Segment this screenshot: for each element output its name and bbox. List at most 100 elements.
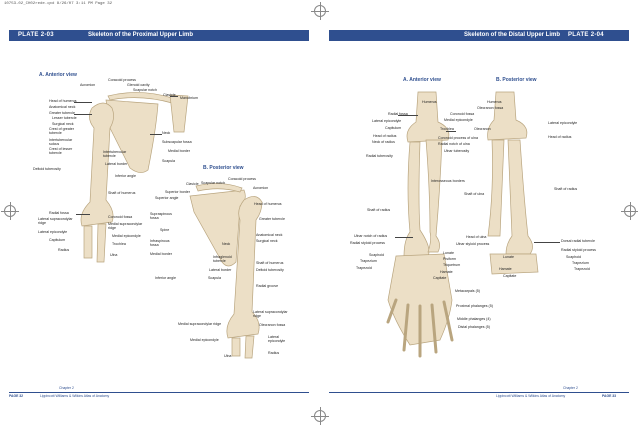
right-footer-rule xyxy=(329,392,629,393)
label-lesser-tubercle: Lesser tubercle xyxy=(52,116,77,120)
left-posterior-heading: B. Posterior view xyxy=(203,165,244,171)
label-r-humerus: Humerus xyxy=(422,100,437,104)
label-acromion: Acromion xyxy=(80,83,96,87)
label-r-shaft-of-ulna: Shaft of ulna xyxy=(464,192,485,196)
leader-line xyxy=(74,114,92,115)
label-post-shaft-of-humerus: Shaft of humerus xyxy=(256,261,284,265)
label-r-head-of-ulna: Head of ulna xyxy=(466,235,487,239)
label-radius: Radius xyxy=(58,248,70,252)
label-post-medial-epicondyle: Medial epicondyle xyxy=(190,338,219,342)
label-post-olecranon-fossa: Olecranon fossa xyxy=(259,323,286,327)
right-plate-number: PLATE 2-04 xyxy=(568,32,604,38)
label-rp-head-of-radius: Head of radius xyxy=(548,135,572,139)
label-rp-lateral-epicondyle: Lateral epicondyle xyxy=(548,121,578,125)
label-post-ulna: Ulna xyxy=(224,354,232,358)
label-post-clavicle: Clavicle xyxy=(186,182,199,186)
label-r-trochlea: Trochlea xyxy=(440,127,454,131)
label-post-radius: Radius xyxy=(268,351,280,355)
label-rp-capitate: Capitate xyxy=(503,274,517,278)
label-r-middle-phalanges: Middle phalanges (4) xyxy=(457,317,491,321)
label-post-anatomical-neck: Anatomical neck xyxy=(256,233,283,237)
label-post-superior-border: Superior border xyxy=(165,190,190,194)
radius-ulna-stub-anterior xyxy=(83,223,107,263)
label-medial-border: Medial border xyxy=(168,149,190,153)
label-r-radial-fossa: Radial fossa xyxy=(388,112,408,116)
label-rp-humerus: Humerus xyxy=(487,100,502,104)
label-intertubercular-tubercle: Intertubercular tubercle xyxy=(103,150,127,158)
right-plate-title: Skeleton of the Distal Upper Limb xyxy=(464,32,561,38)
label-capitulum: Capitulum xyxy=(49,238,66,242)
leader-line xyxy=(76,214,90,215)
right-footer-page: PAGE 33 xyxy=(602,394,617,398)
label-post-head-of-humerus: Head of humerus xyxy=(254,202,282,206)
label-deltoid-tuberosity: Deltoid tuberosity xyxy=(33,167,61,171)
hand-posterior xyxy=(489,253,539,275)
clavicle-posterior xyxy=(195,183,243,193)
label-r-distal-phalanges: Distal phalanges (5) xyxy=(458,325,490,329)
label-post-inferior-angle: Inferior angle xyxy=(155,276,176,280)
label-r-neck-of-radius: Neck of radius xyxy=(372,140,395,144)
left-footer-page: PAGE 32 xyxy=(9,394,24,398)
label-intertubercular-sulcus: Intertubercular sulcus xyxy=(49,138,73,146)
label-r-radial-tuberosity: Radial tuberosity xyxy=(366,154,393,158)
leader-line xyxy=(534,242,560,243)
radius-anterior xyxy=(403,141,430,257)
label-subscapular-fossa: Subscapular fossa xyxy=(162,140,192,144)
label-r-scaphoid: Scaphoid xyxy=(369,253,384,257)
label-r-lateral-epicondyle: Lateral epicondyle xyxy=(372,119,402,123)
label-r-ulnar-tuberosity: Ulnar tuberosity xyxy=(444,149,470,153)
label-trochlea: Trochlea xyxy=(112,242,126,246)
humerus-distal-anterior xyxy=(406,91,450,143)
label-rp-olecranon: Olecranon xyxy=(474,127,491,131)
leader-line xyxy=(446,131,456,132)
leader-line xyxy=(74,102,92,103)
label-r-pisiform: Pisiform xyxy=(443,257,456,261)
label-post-acromion: Acromion xyxy=(253,186,269,190)
label-rp-trapezoid: Trapezoid xyxy=(574,267,590,271)
leader-line xyxy=(395,237,413,238)
label-post-greater-tubercle: Greater tubercle xyxy=(259,217,285,221)
leader-line xyxy=(170,96,178,97)
label-rp-shaft-of-radius: Shaft of radius xyxy=(554,187,578,191)
label-r-capitulum: Capitulum xyxy=(385,126,402,130)
file-slug: 10753-02_CH02rede.qxd 8/26/07 3:11 PM Pa… xyxy=(4,2,113,6)
label-post-scapular-notch: Scapular notch xyxy=(201,181,225,185)
label-ulna: Ulna xyxy=(110,253,118,257)
label-post-surgical-neck: Surgical neck xyxy=(256,239,278,243)
label-crest-lesser-tubercle: Crest of lesser tubercle xyxy=(49,147,73,155)
label-post-supraspinous-fossa: Supraspinous fossa xyxy=(150,212,172,220)
label-post-lateral-epicondyle: Lateral epicondyle xyxy=(268,335,286,343)
label-rp-dorsal-radial-tubercle: Dorsal radial tubercle xyxy=(561,239,595,243)
label-r-lunate: Lunate xyxy=(443,251,454,255)
label-manubrium: Manubrium xyxy=(180,96,198,100)
registration-mark-bottom xyxy=(311,407,329,425)
label-medial-supracondylar-ridge: Medial supracondylar ridge xyxy=(108,222,143,230)
fingers-anterior xyxy=(386,298,454,358)
label-post-radial-groove: Radial groove xyxy=(256,284,279,288)
label-lateral-supracondylar-ridge: Lateral supracondylar ridge xyxy=(38,217,73,225)
scapula-anterior xyxy=(105,99,159,173)
label-r-coronoid-process: Coronoid process of ulna xyxy=(438,136,478,140)
manubrium xyxy=(169,94,189,133)
scapula-posterior xyxy=(189,189,246,267)
label-rp-hamate: Hamate xyxy=(499,267,512,271)
label-post-infraspinous-fossa: Infraspinous fossa xyxy=(150,239,170,247)
registration-mark-top xyxy=(311,2,329,20)
left-header-band xyxy=(9,30,309,41)
label-rp-scaphoid: Scaphoid xyxy=(566,255,581,259)
label-r-hamate: Hamate xyxy=(440,270,453,274)
label-r-proximal-phalanges: Proximal phalanges (5) xyxy=(456,304,493,308)
label-r-radial-notch: Radial notch of ulna xyxy=(438,142,470,146)
label-r-trapezium: Trapezium xyxy=(360,259,377,263)
label-rp-trapezium: Trapezium xyxy=(572,261,589,265)
label-r-coronoid-fossa: Coronoid fossa xyxy=(450,112,475,116)
label-r-trapezoid: Trapezoid xyxy=(356,266,372,270)
ulna-posterior xyxy=(487,139,505,237)
label-inferior-angle: Inferior angle xyxy=(115,174,136,178)
label-post-deltoid-tuberosity: Deltoid tuberosity xyxy=(256,268,284,272)
label-post-medial-supracondylar-ridge: Medial supracondylar ridge xyxy=(178,322,222,326)
label-post-coracoid-process: Coracoid process xyxy=(228,177,256,181)
label-scapular-notch: Scapular notch xyxy=(133,88,157,92)
right-anterior-heading: A. Anterior view xyxy=(403,77,441,83)
label-r-radial-styloid: Radial styloid process xyxy=(350,241,385,245)
